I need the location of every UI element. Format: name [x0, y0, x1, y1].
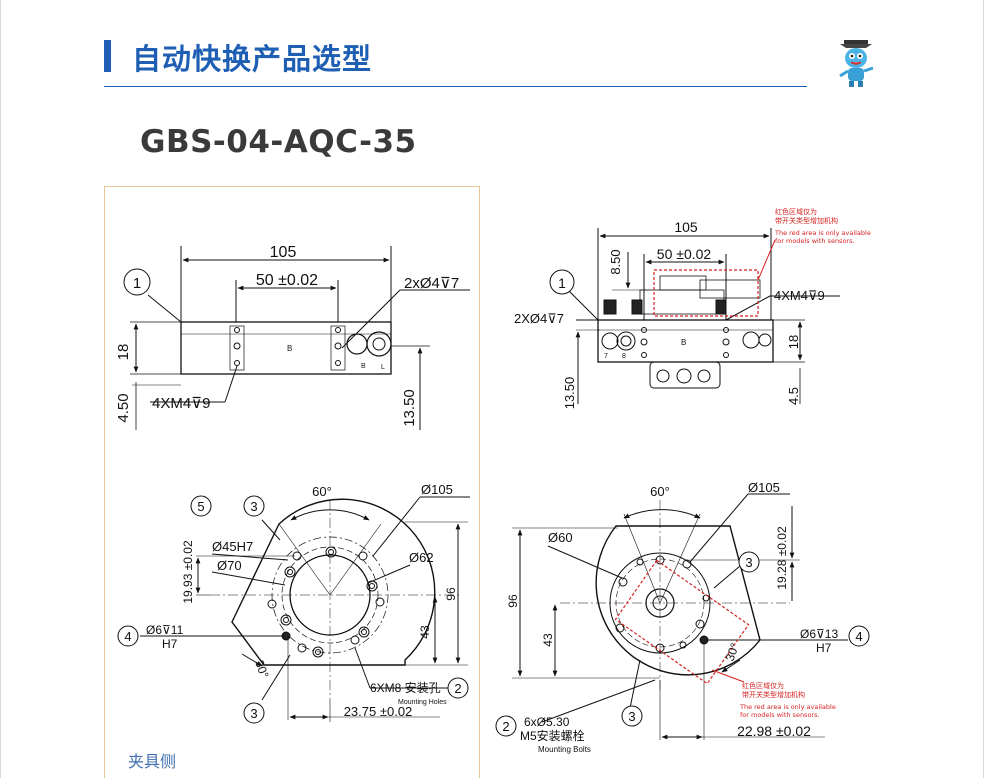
callout-pin-left: Ø6⊽11	[146, 623, 184, 637]
balloon-2-left-text: 2	[454, 681, 461, 696]
balloon-2-left	[447, 677, 469, 699]
dim-50-right: 50 ±0.02	[657, 246, 712, 262]
face-mark-b: B	[287, 344, 292, 353]
sensor-note-cn-2: 带开关类型增加机构	[775, 216, 838, 225]
face-mark-l: L	[381, 364, 385, 371]
balloon-4-left	[117, 625, 139, 647]
balloon-4-left-text: 4	[124, 629, 131, 644]
balloon-4-right	[848, 625, 870, 647]
callout-thread: 4XM4⊽9	[152, 395, 211, 412]
callout-thread-cn: 6XM8 安装孔	[370, 680, 441, 695]
dim-96-right: 96	[506, 594, 520, 608]
pin-fit-left: H7	[162, 637, 178, 651]
dia-60: Ø60	[548, 530, 573, 545]
dim-19-93: 19.93 ±0.02	[181, 540, 195, 604]
flange-outline	[231, 498, 436, 666]
dim-19-28: 19.28 ±0.02	[775, 526, 789, 590]
angle-60-right: 60°	[650, 484, 670, 499]
header-accent-bar	[104, 40, 111, 72]
balloon-3-right-top	[738, 551, 760, 573]
dia-105-right: Ø105	[748, 480, 780, 495]
dim-13-50-right: 13.50	[562, 377, 577, 410]
balloon-5	[190, 495, 212, 517]
face-mark-b-right: B	[681, 338, 686, 347]
tool-side-label: 夹具侧	[128, 752, 177, 771]
top-view-left	[140, 496, 470, 722]
face-mark-8: 8	[622, 353, 626, 360]
header-divider	[104, 86, 807, 87]
dia-62: Ø62	[409, 550, 434, 565]
balloon-2-right-text: 2	[502, 719, 509, 734]
callout-bolt-cn: M5安装螺栓	[520, 728, 585, 743]
dim-18-right: 18	[786, 335, 801, 349]
dim-22-98: 22.98 ±0.02	[737, 723, 811, 739]
dim-18: 18	[115, 344, 132, 361]
dia-45h7: Ø45H7	[212, 539, 253, 554]
callout-bolt: 6xØ5.30	[524, 715, 570, 729]
dim-4-5-right: 4.5	[786, 387, 801, 405]
callout-thread-right: 4XM4⊽9	[774, 288, 825, 303]
leader-balloon-1	[147, 294, 182, 323]
balloon-2-right	[495, 715, 517, 737]
balloon-5-text: 5	[197, 499, 204, 514]
callout-hole-right: 2XØ4⊽7	[514, 311, 564, 326]
face-mark-b2: B	[361, 363, 366, 370]
model-number: GBS-04-AQC-35	[140, 124, 417, 160]
dim-13-50: 13.50	[401, 389, 418, 427]
tool-side-panel	[104, 186, 480, 778]
balloon-3-right-bottom	[621, 705, 643, 727]
page-title: 自动快换产品选型	[132, 42, 373, 76]
sensor-area-marker-right	[614, 559, 750, 685]
balloon-4-right-text: 4	[855, 629, 862, 644]
face-mark-7: 7	[604, 353, 608, 360]
balloon-3-top	[243, 495, 265, 517]
balloon-3-right-bottom-text: 3	[628, 709, 635, 724]
sensor-note-en-right-2: for models with sensors.	[740, 711, 820, 719]
balloon-3-right-top-text: 3	[745, 555, 752, 570]
dia-70: Ø70	[217, 558, 242, 573]
dim-8-50: 8.50	[608, 249, 623, 274]
dim-105-right: 105	[674, 219, 698, 235]
sensor-note-en-1: The red area is only available	[774, 229, 871, 237]
sensor-note-cn-right-2: 带开关类型增加机构	[742, 690, 805, 699]
balloon-3-bottom-text: 3	[250, 706, 257, 721]
callout-thread-en: Mounting Holes	[398, 699, 447, 706]
balloon-1-right-text: 1	[558, 275, 566, 291]
sensor-area-marker	[653, 269, 759, 317]
body-outline	[180, 321, 392, 375]
angle-30-left: 30°	[252, 658, 271, 680]
sensor-note-en-right-1: The red area is only available	[739, 703, 836, 711]
sensor-leader-right	[711, 669, 745, 683]
dim-105: 105	[270, 244, 297, 261]
dim-4-50: 4.50	[115, 393, 132, 422]
balloon-3-top-text: 3	[250, 499, 257, 514]
front-view-right	[567, 228, 840, 404]
dim-43-left: 43	[418, 625, 432, 639]
front-view-left	[130, 246, 470, 430]
sensor-leader	[757, 239, 776, 281]
dim-43-right: 43	[541, 633, 555, 647]
angle-30-right: 30°	[723, 641, 742, 663]
callout-hole: 2xØ4⊽7	[404, 275, 459, 292]
dim-96-left: 96	[444, 587, 458, 601]
dim-50: 50 ±0.02	[256, 272, 318, 289]
dia-105-left: Ø105	[421, 482, 453, 497]
balloon-1-left	[123, 268, 151, 296]
sensor-note-cn-1: 红色区域仅为	[775, 207, 817, 216]
angle-60-left: 60°	[312, 484, 332, 499]
balloon-1-right	[549, 269, 575, 295]
balloon-3-bottom	[243, 702, 265, 724]
balloon-1-text: 1	[133, 275, 141, 292]
top-view-right	[512, 493, 848, 740]
callout-bolt-en: Mounting Bolts	[538, 745, 591, 754]
page-edge-left	[0, 0, 1, 778]
callout-pin-right: Ø6⊽13	[800, 627, 838, 641]
pin-fit-right: H7	[816, 641, 832, 655]
mascot-icon	[839, 40, 874, 87]
leader-hole	[341, 289, 401, 349]
sensor-note-en-2: for models with sensors.	[775, 237, 855, 245]
sensor-note-cn-right-1: 红色区域仅为	[742, 681, 784, 690]
dim-23-75: 23.75 ±0.02	[344, 704, 413, 719]
